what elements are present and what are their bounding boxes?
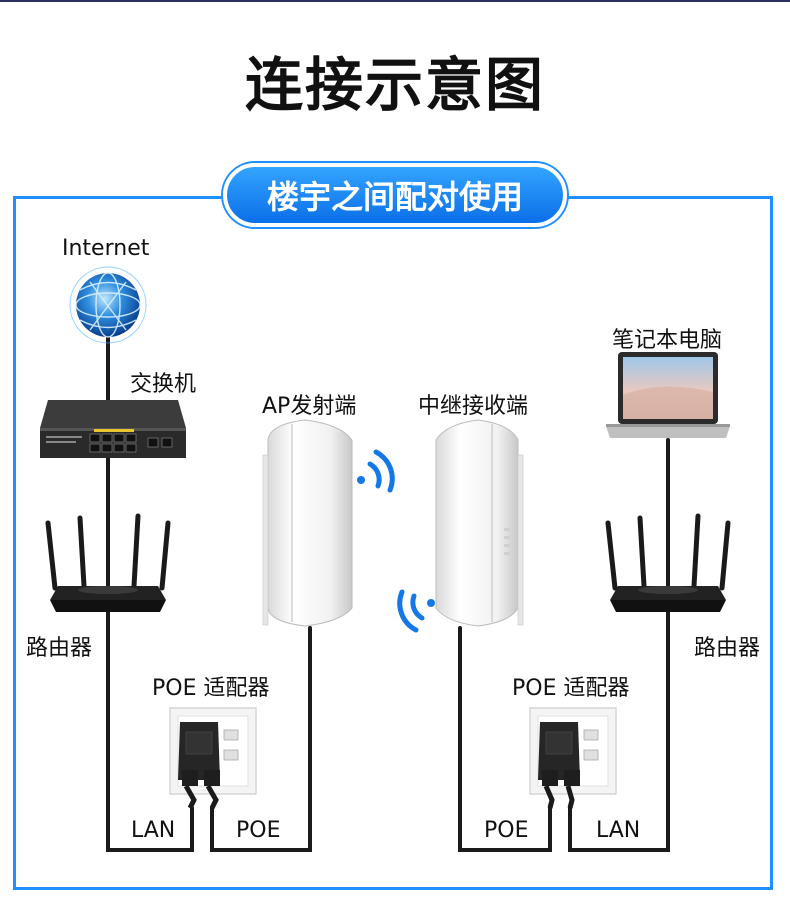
label-ap-transmitter: AP发射端 bbox=[262, 394, 357, 419]
cable-router-poe-left bbox=[106, 610, 194, 852]
cpe-device-icon bbox=[435, 419, 524, 627]
label-poe-cable-left: POE bbox=[236, 818, 281, 843]
cables bbox=[106, 328, 670, 852]
poe-adapter-icon bbox=[529, 707, 617, 809]
cpe-device-icon bbox=[262, 419, 353, 627]
label-router-left: 路由器 bbox=[26, 636, 93, 661]
wifi-signal-icon bbox=[397, 589, 435, 633]
router-icon bbox=[605, 513, 731, 612]
subtitle-pill: 楼宇之间配对使用 bbox=[223, 163, 567, 227]
poe-adapter-icon bbox=[169, 707, 257, 810]
router-icon bbox=[45, 513, 171, 612]
label-laptop: 笔记本电脑 bbox=[612, 328, 723, 353]
label-poe-adapter-right: POE 适配器 bbox=[512, 676, 630, 701]
label-repeater-receiver: 中继接收端 bbox=[418, 394, 529, 419]
laptop-icon bbox=[606, 352, 730, 438]
cable-repeater-poe bbox=[458, 626, 552, 852]
label-poe-cable-right: POE bbox=[484, 818, 529, 843]
label-internet: Internet bbox=[62, 236, 150, 261]
top-border-line bbox=[0, 0, 790, 2]
switch-icon bbox=[40, 400, 186, 458]
label-lan-left: LAN bbox=[131, 818, 176, 843]
label-router-right: 路由器 bbox=[694, 636, 761, 661]
globe-icon bbox=[69, 266, 147, 344]
label-poe-adapter-left: POE 适配器 bbox=[152, 676, 270, 701]
cable-poe-ap bbox=[210, 626, 312, 852]
page-title: 连接示意图 bbox=[244, 51, 545, 119]
label-switch: 交换机 bbox=[130, 372, 197, 397]
cable-poe-router-right bbox=[568, 610, 670, 852]
wifi-signal-icon bbox=[357, 449, 395, 493]
label-lan-right: LAN bbox=[596, 818, 641, 843]
